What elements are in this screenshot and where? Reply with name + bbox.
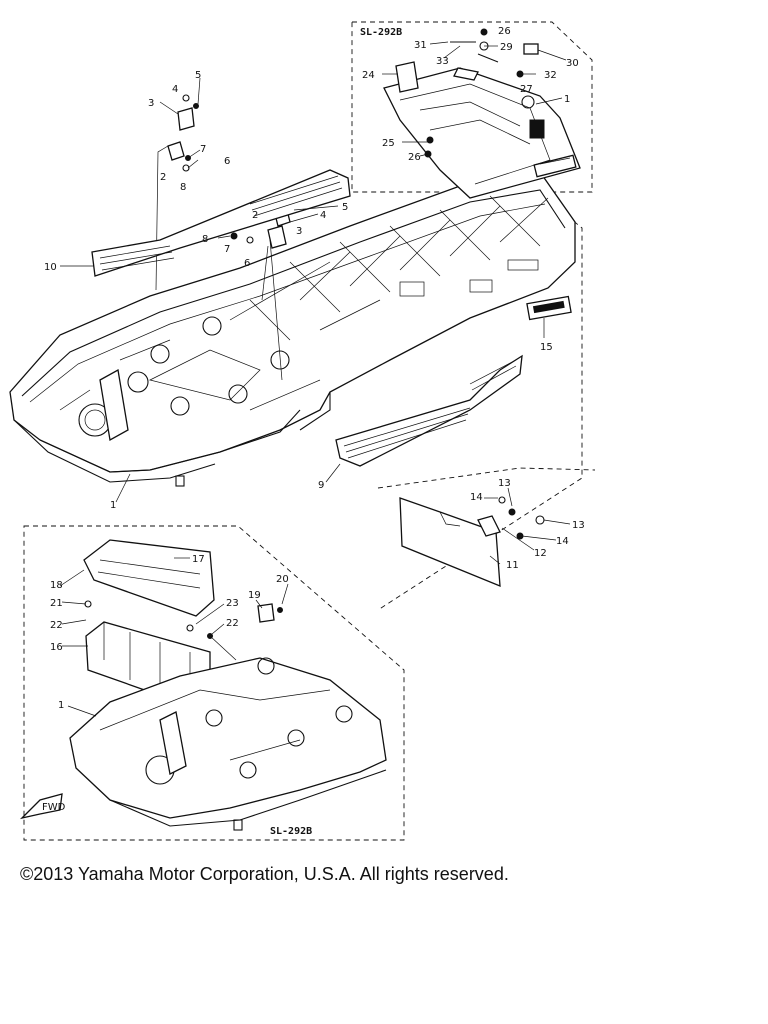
callout-1-bottom: 1 <box>58 700 64 711</box>
callout-1-top: 1 <box>564 94 570 105</box>
callout-13a: 13 <box>498 478 511 489</box>
callout-14a: 14 <box>470 492 483 503</box>
footrest-mat-10 <box>91 169 351 277</box>
callout-11: 11 <box>506 560 519 571</box>
callout-14b: 14 <box>556 536 569 547</box>
callout-30: 30 <box>566 58 579 69</box>
callout-17: 17 <box>192 554 205 565</box>
callout-31: 31 <box>414 40 427 51</box>
top-detail-hull <box>383 28 581 199</box>
copyright-notice: ©2013 Yamaha Motor Corporation, U.S.A. A… <box>20 864 509 884</box>
callout-22a: 22 <box>50 620 63 631</box>
callout-32: 32 <box>544 70 557 81</box>
callout-1-main: 1 <box>110 500 116 511</box>
callout-12: 12 <box>534 548 547 559</box>
footrest-mat-9 <box>335 354 523 467</box>
callout-23: 23 <box>226 598 239 609</box>
callout-22b: 22 <box>226 618 239 629</box>
callout-5b: 5 <box>342 202 348 213</box>
hardware-cluster-left <box>155 94 199 291</box>
callout-4b: 4 <box>320 210 326 221</box>
callout-8b: 8 <box>202 234 208 245</box>
callout-6a: 6 <box>224 156 230 167</box>
callout-33: 33 <box>436 56 449 67</box>
detail-box-label-bottom: SL-292B <box>270 826 312 837</box>
plate-11 <box>399 496 545 587</box>
callout-29: 29 <box>500 42 513 53</box>
callout-9: 9 <box>318 480 324 491</box>
plate-detail-box <box>377 467 596 489</box>
detail-box-label-top: SL-292B <box>360 27 402 38</box>
callout-7b: 7 <box>224 244 230 255</box>
callout-26: 26 <box>498 26 511 37</box>
callout-27: 27 <box>520 84 533 95</box>
leader-lines <box>59 41 571 717</box>
callout-7a: 7 <box>200 144 206 155</box>
callout-21: 21 <box>50 598 63 609</box>
callout-13b: 13 <box>572 520 585 531</box>
callout-20: 20 <box>276 574 289 585</box>
callout-2b: 2 <box>252 210 258 221</box>
callout-26b: 26 <box>408 152 421 163</box>
fwd-direction-marker: FWD <box>19 793 66 820</box>
callout-15: 15 <box>540 342 553 353</box>
main-hull <box>9 171 576 487</box>
callout-4a: 4 <box>172 84 178 95</box>
callout-6b: 6 <box>244 258 250 269</box>
callout-10: 10 <box>44 262 57 273</box>
callout-3b: 3 <box>296 226 302 237</box>
callout-2a: 2 <box>160 172 166 183</box>
callout-5a: 5 <box>195 70 201 81</box>
callout-16: 16 <box>50 642 63 653</box>
callout-labels: 26 31 33 29 30 24 32 27 1 25 26 5 4 3 7 … <box>44 26 585 711</box>
bottom-detail-box <box>23 525 405 841</box>
callout-24: 24 <box>362 70 375 81</box>
parts-diagram: FWD SL-292B SL-292B <box>9 21 596 841</box>
callout-18a: 18 <box>50 580 63 591</box>
bottom-detail-hull <box>69 539 387 831</box>
callout-3a: 3 <box>148 98 154 109</box>
callout-25: 25 <box>382 138 395 149</box>
top-right-detail-box <box>351 21 593 193</box>
callout-8a: 8 <box>180 182 186 193</box>
fwd-text: FWD <box>42 802 66 813</box>
callout-19: 19 <box>248 590 261 601</box>
